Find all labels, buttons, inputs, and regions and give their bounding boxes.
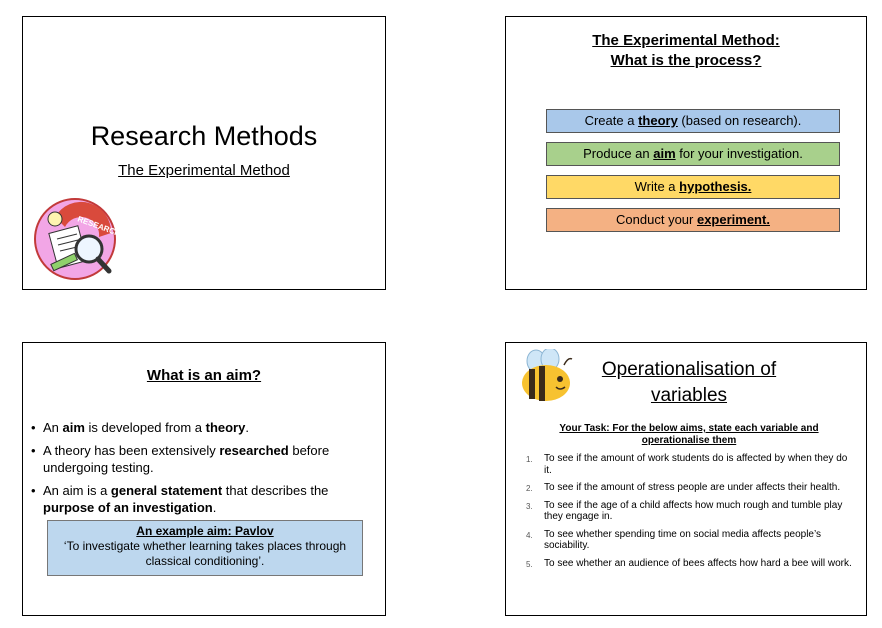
bullet-text: that describes the — [222, 483, 329, 498]
slide-2-title: The Experimental Method: What is the pro… — [506, 31, 866, 71]
bullet-text: An aim is a — [43, 483, 111, 498]
bullet-keyword: purpose of an investigation — [43, 500, 213, 515]
step-text: Produce an — [583, 146, 654, 161]
slide-1-subtitle: The Experimental Method — [118, 162, 290, 179]
step-text: for your investigation. — [675, 146, 803, 161]
example-aim-text: ‘To investigate whether learning takes p… — [63, 539, 347, 568]
list-item: 5. To see whether an audience of bees aff… — [526, 558, 856, 570]
step-text: (based on research). — [677, 113, 802, 128]
list-item: 1. To see if the amount of work students … — [526, 453, 856, 476]
bee-icon — [522, 349, 573, 401]
step-text: Create a — [584, 113, 639, 128]
aim-bullet-list: An aim is developed from a theory. A the… — [31, 419, 371, 522]
item-number: 4. — [526, 530, 533, 540]
item-text: To see whether an audience of bees affec… — [544, 557, 852, 569]
bullet-text: An — [43, 420, 63, 435]
step-keyword: theory — [638, 113, 678, 128]
list-item: An aim is a general statement that descr… — [31, 482, 371, 516]
list-item: 2. To see if the amount of stress people … — [526, 482, 856, 494]
list-item: A theory has been extensively researched… — [31, 442, 371, 476]
bullet-keyword: researched — [219, 443, 289, 458]
process-step-experiment: Conduct your experiment. — [546, 208, 840, 232]
process-step-hypothesis: Write a hypothesis. — [546, 175, 840, 199]
step-keyword: aim — [653, 146, 676, 161]
item-text: To see if the amount of stress people ar… — [544, 482, 841, 493]
research-magnifier-icon: RESEARCH — [34, 198, 121, 280]
slide-4-title: Operationalisation of variables — [601, 359, 777, 406]
bullet-text: is developed from a — [84, 420, 206, 435]
bullet-text: . — [245, 420, 249, 435]
step-keyword: experiment. — [696, 212, 770, 227]
bullet-text: before undergoing testing. — [43, 443, 330, 475]
list-item: An aim is developed from a theory. — [31, 419, 371, 436]
item-number: 3. — [526, 501, 533, 511]
item-number: 2. — [526, 484, 533, 493]
example-aim-heading: An example aim: Pavlov — [136, 524, 274, 538]
item-text: To see whether spending time on social m… — [544, 528, 822, 552]
bullet-keyword: theory — [205, 420, 246, 435]
step-text: Write a — [634, 179, 680, 194]
bullet-text: A theory has been extensively — [43, 443, 220, 458]
item-number: 1. — [526, 455, 533, 464]
bullet-text: . — [212, 500, 217, 515]
slide-2-title-line-2: What is the process? — [610, 52, 762, 69]
process-step-aim: Produce an aim for your investigation. — [546, 142, 840, 166]
slide-1-title: Research Methods — [90, 121, 318, 151]
slide-4[interactable]: Operationalisation of variables Your Tas… — [505, 342, 867, 616]
bullet-keyword: general statement — [110, 483, 223, 498]
item-text: To see if the age of a child affects how… — [544, 499, 843, 523]
process-step-theory: Create a theory (based on research). — [546, 109, 840, 133]
slide-3[interactable]: What is an aim? An aim is developed from… — [22, 342, 386, 616]
item-number: 5. — [526, 559, 533, 569]
slide-3-title: What is an aim? — [146, 367, 262, 384]
aims-numbered-list: 1. To see if the amount of work students … — [526, 453, 856, 575]
slide-2[interactable]: The Experimental Method: What is the pro… — [505, 16, 867, 290]
slide-1[interactable]: Research Methods The Experimental Method… — [22, 16, 386, 290]
example-aim-box: An example aim: Pavlov ‘To investigate w… — [47, 520, 363, 576]
step-keyword: hypothesis. — [679, 179, 752, 194]
list-item: 4. To see whether spending time on social… — [526, 529, 856, 552]
list-item: 3. To see if the age of a child affects h… — [526, 500, 856, 523]
step-text: Conduct your — [616, 212, 697, 227]
item-text: To see if the amount of work students do… — [544, 453, 848, 476]
slide-2-title-line-1: The Experimental Method: — [592, 32, 780, 49]
task-instruction: Your Task: For the below aims, state eac… — [559, 423, 819, 446]
bullet-keyword: aim — [62, 420, 85, 435]
